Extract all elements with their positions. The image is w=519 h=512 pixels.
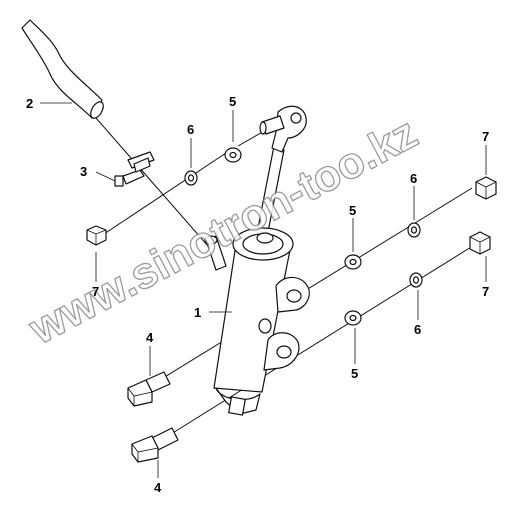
flat-washer-low-icon: [344, 310, 362, 326]
callout-washer-flat-mid: 5: [349, 203, 356, 218]
callout-washer-flat-low: 5: [351, 366, 358, 381]
callout-washer-lock-top: 6: [187, 122, 194, 137]
lock-washer-top-icon: [184, 170, 198, 186]
callout-washer-lock-right-low: 6: [414, 322, 421, 337]
callout-nut-mid-right: 7: [482, 284, 489, 299]
axis-line-low: [154, 243, 477, 445]
bolt-lower-icon: [131, 427, 179, 463]
lock-washer-right-top-icon: [407, 222, 421, 238]
bolt-upper-icon: [127, 371, 171, 407]
nut-left-icon: [86, 225, 107, 246]
callout-nut-top-right: 7: [482, 129, 489, 144]
flat-washer-mid-icon: [344, 254, 362, 270]
flat-washer-top-icon: [224, 147, 242, 163]
callout-cylinder: 1: [194, 305, 201, 320]
callout-bolt-small: 3: [80, 164, 87, 179]
clip-bolt-icon: [114, 151, 155, 187]
callout-bolt-lower: 4: [154, 480, 162, 495]
hose-line: [95, 117, 223, 263]
nut-top-right-icon: [475, 176, 497, 200]
callout-washer-flat-top: 5: [229, 94, 236, 109]
clutch-cylinder-icon: [204, 227, 310, 416]
callout-bolt-upper: 4: [146, 330, 154, 345]
push-rod-icon: [257, 105, 307, 233]
callout-washer-lock-right-top: 6: [410, 171, 417, 186]
nut-mid-right-icon: [469, 231, 491, 255]
lock-washer-right-low-icon: [409, 272, 423, 288]
leader-lines: [40, 102, 487, 478]
hose-icon: [21, 19, 104, 119]
callout-nut-left: 7: [92, 284, 99, 299]
callout-hose: 2: [26, 96, 33, 111]
axis-line-mid: [149, 187, 473, 387]
watermark-text: www.sinotron-too.kz: [21, 108, 425, 354]
